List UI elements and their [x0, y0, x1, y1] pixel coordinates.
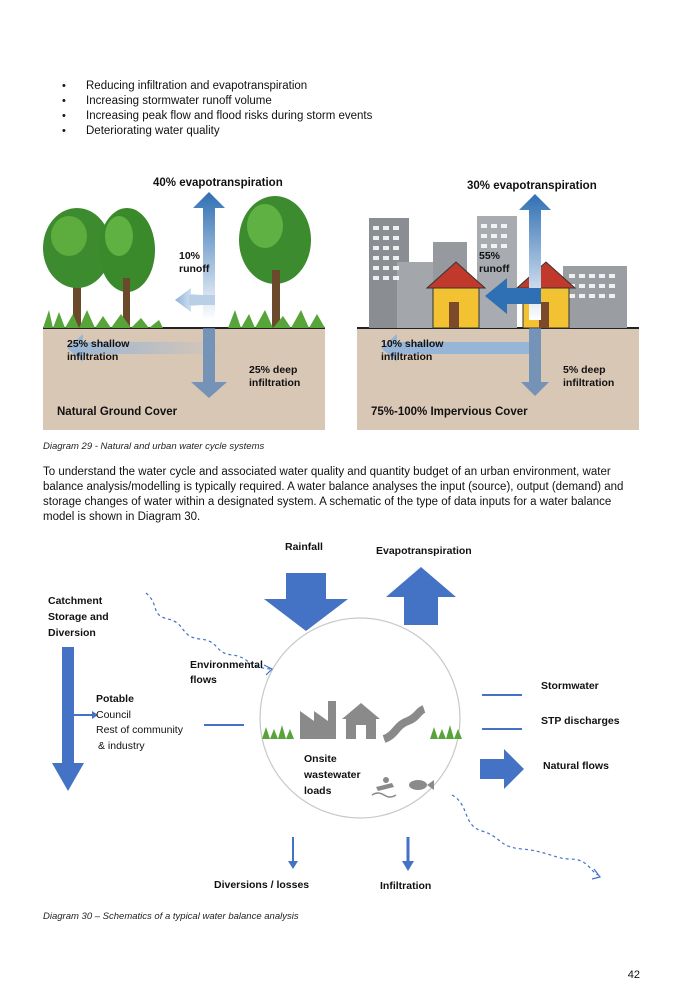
catchment-label: Catchment Storage and Diversion [48, 595, 109, 639]
urban-deep-label: 5% deep infiltration [563, 364, 615, 389]
industry-label: & industry [98, 740, 145, 752]
fish-icon [409, 780, 434, 790]
natural-deep-label: 25% deep infiltration [249, 364, 301, 389]
swimmer-icon [371, 777, 397, 798]
page-number: 42 [627, 969, 640, 981]
rest-community-label: Rest of community [96, 724, 183, 736]
diagram29-caption: Diagram 29 - Natural and urban water cyc… [43, 441, 265, 452]
stormwater-label: Stormwater [541, 680, 599, 692]
environmental-flows-label: Environmental flows [190, 659, 263, 686]
bullet-list: Reducing infiltration and evapotranspira… [62, 79, 372, 139]
urban-cycle-panel: 30% evapotranspiration 55% runoff 10% sh… [357, 170, 639, 430]
diversions-losses-label: Diversions / losses [214, 879, 310, 891]
house-icon [342, 703, 380, 739]
evapotranspiration-label: Evapotranspiration [376, 545, 472, 557]
bullet-item: Deteriorating water quality [62, 124, 372, 139]
onsite-wastewater-label: Onsite wastewater loads [304, 753, 361, 797]
diagram30-caption: Diagram 30 – Schematics of a typical wat… [43, 911, 299, 922]
body-paragraph: To understand the water cycle and associ… [43, 466, 624, 523]
natural-runoff-label: 10% runoff [179, 250, 210, 275]
urban-evap-label: 30% evapotranspiration [467, 180, 597, 192]
urban-panel-title: 75%-100% Impervious Cover [371, 406, 528, 418]
infiltration-label: Infiltration [380, 880, 432, 892]
natural-cycle-panel: 40% evapotranspiration 10% runoff 25% sh… [43, 170, 325, 430]
natural-evap-label: 40% evapotranspiration [153, 177, 283, 189]
tree-icon [43, 196, 311, 328]
bullet-item: Reducing infiltration and evapotranspira… [62, 79, 372, 94]
bullet-item: Increasing peak flow and flood risks dur… [62, 109, 372, 124]
urban-shallow-label: 10% shallow infiltration [381, 338, 444, 363]
natural-cycle-illustration [43, 192, 325, 430]
urban-cycle-illustration [357, 194, 639, 430]
rainfall-label: Rainfall [285, 541, 323, 553]
water-balance-schematic [52, 567, 602, 880]
bullet-item: Increasing stormwater runoff volume [62, 94, 372, 109]
natural-shallow-label: 25% shallow infiltration [67, 338, 130, 363]
factory-icon [300, 701, 336, 739]
stp-discharges-label: STP discharges [541, 715, 620, 727]
buildings-icon [369, 216, 627, 328]
natural-flows-label: Natural flows [543, 760, 609, 772]
council-label: Council [96, 709, 132, 721]
urban-runoff-label: 55% runoff [479, 250, 510, 275]
potable-label: Potable [96, 693, 134, 705]
natural-panel-title: Natural Ground Cover [57, 406, 178, 418]
